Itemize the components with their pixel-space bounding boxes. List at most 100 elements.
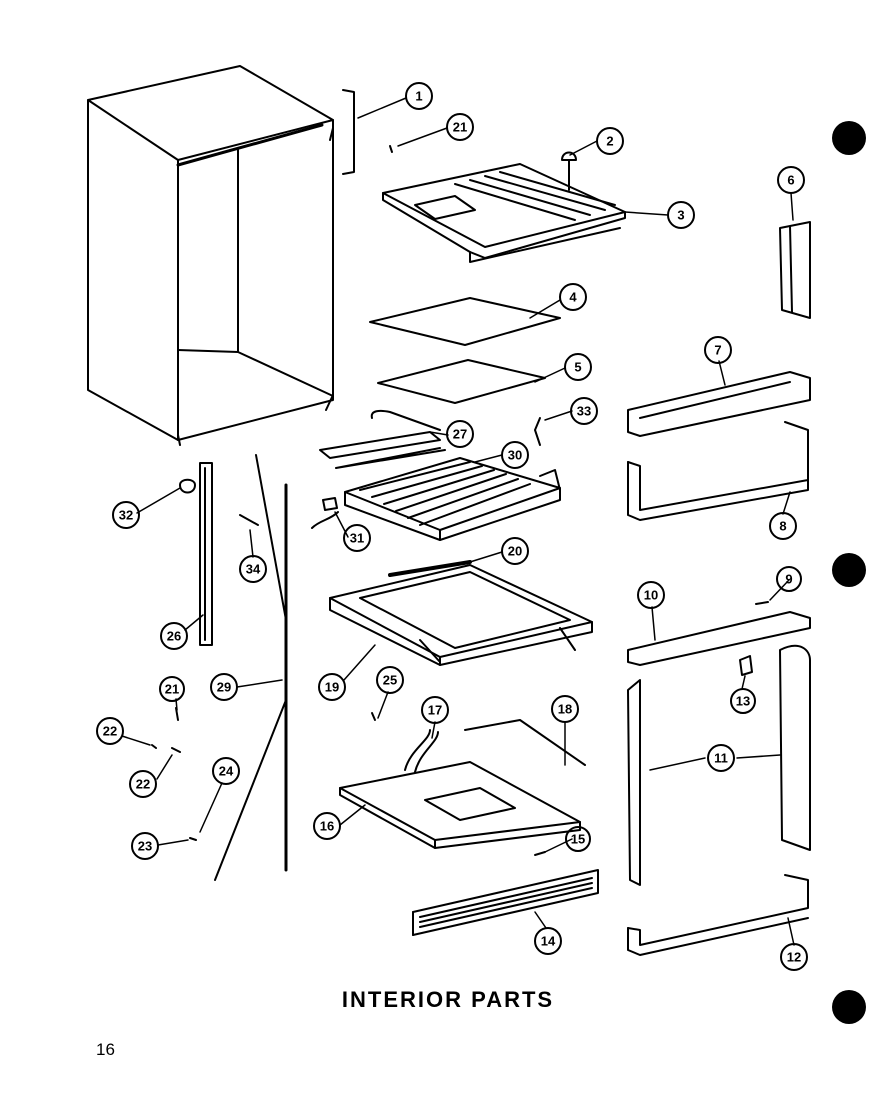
callout-5: 5	[564, 353, 592, 381]
page-number: 16	[96, 1040, 115, 1059]
callout-23: 22	[129, 770, 157, 798]
cap-nut	[179, 478, 196, 494]
base-pan	[339, 761, 581, 849]
callout-12: 12	[780, 943, 808, 971]
screw-part-32	[534, 417, 541, 446]
svg-text:9: 9	[785, 572, 792, 587]
callout-17: 17	[421, 696, 449, 724]
callout-15: 15	[565, 826, 591, 852]
door-gasket-left	[627, 679, 641, 886]
svg-text:29: 29	[217, 680, 231, 695]
screw-part-22-top	[389, 145, 393, 153]
clip-part-13	[739, 655, 753, 676]
rod-part-20	[388, 560, 472, 577]
callout-27: 26	[160, 622, 188, 650]
svg-text:11: 11	[714, 751, 728, 766]
callout-1: 1	[405, 82, 433, 110]
door-shelf-lower	[627, 421, 809, 521]
svg-text:25: 25	[383, 673, 397, 688]
svg-text:4: 4	[569, 290, 577, 305]
callout-26: 25	[376, 666, 404, 694]
svg-text:7: 7	[714, 343, 721, 358]
callout-18: 18	[551, 695, 579, 723]
svg-text:16: 16	[320, 819, 334, 834]
callout-32: 33	[570, 397, 598, 425]
callout-24: 23	[131, 832, 159, 860]
door-shelf-upper	[627, 371, 811, 437]
svg-text:32: 32	[119, 508, 133, 523]
punch-hole-bottom	[832, 990, 866, 1024]
svg-text:13: 13	[736, 694, 750, 709]
callout-20: 20	[501, 537, 529, 565]
svg-text:30: 30	[508, 448, 522, 463]
callout-4: 4	[559, 283, 587, 311]
callout-31: 31	[343, 524, 371, 552]
punch-hole-middle	[832, 553, 866, 587]
callout-8: 8	[769, 512, 797, 540]
nut-part-9	[755, 601, 769, 605]
svg-text:27: 27	[453, 427, 467, 442]
svg-text:33: 33	[577, 404, 591, 419]
svg-text:23: 23	[138, 839, 152, 854]
svg-text:20: 20	[508, 544, 522, 559]
svg-text:24: 24	[219, 764, 234, 779]
callout-10: 10	[637, 581, 665, 609]
svg-text:31: 31	[350, 531, 364, 546]
svg-text:6: 6	[787, 173, 794, 188]
svg-text:15: 15	[571, 832, 585, 847]
screw-part-34	[239, 514, 259, 526]
diagram-title: INTERIOR PARTS	[341, 987, 555, 1012]
svg-text:3: 3	[677, 208, 684, 223]
callout-33: 32	[112, 501, 140, 529]
svg-text:17: 17	[428, 703, 442, 718]
heater-loop	[319, 409, 446, 469]
drain-line-upper	[255, 454, 287, 621]
callout-34: 34	[239, 555, 267, 583]
callout-25: 24	[212, 757, 240, 785]
callout-2: 2	[596, 127, 624, 155]
svg-text:14: 14	[541, 934, 556, 949]
callout-9: 9	[776, 566, 802, 592]
door-rail-top	[627, 611, 811, 666]
svg-text:22: 22	[103, 724, 117, 739]
svg-text:12: 12	[787, 950, 801, 965]
svg-text:21: 21	[165, 682, 179, 697]
drain-line-lower	[214, 699, 287, 881]
cabinet-liner	[87, 65, 355, 446]
callout-11: 11	[707, 744, 735, 772]
channel-strip	[199, 462, 213, 646]
svg-text:1: 1	[415, 89, 422, 104]
screw-part-26	[371, 712, 376, 721]
leader-lines	[121, 97, 795, 946]
svg-text:10: 10	[644, 588, 658, 603]
svg-text:2: 2	[606, 134, 613, 149]
insulation-pad	[369, 297, 561, 346]
callout-14: 14	[534, 927, 562, 955]
svg-text:19: 19	[325, 680, 339, 695]
callout-3: 3	[667, 201, 695, 229]
callout-16: 16	[313, 812, 341, 840]
callout-7: 7	[704, 336, 732, 364]
callout-22-bottom: 22	[96, 717, 124, 745]
grille	[412, 869, 599, 936]
callout-19: 19	[318, 673, 346, 701]
drain-tray-assembly	[329, 564, 593, 666]
callout-21: 21	[159, 676, 185, 702]
clip-part-15	[534, 851, 546, 856]
small-fasteners	[151, 707, 197, 841]
wire-connector	[311, 497, 339, 529]
coil-tube	[404, 729, 439, 773]
evaporator-plate	[377, 359, 546, 404]
svg-text:26: 26	[167, 629, 181, 644]
wire-part-18	[464, 719, 586, 766]
callout-28-top: 27	[446, 420, 474, 448]
door-gasket-right	[779, 644, 811, 851]
evaporator-cover	[382, 163, 626, 263]
svg-text:8: 8	[779, 519, 786, 534]
evaporator-coil	[344, 457, 561, 541]
callout-13: 13	[730, 688, 756, 714]
svg-text:18: 18	[558, 702, 572, 717]
callout-22-top: 21	[446, 113, 474, 141]
